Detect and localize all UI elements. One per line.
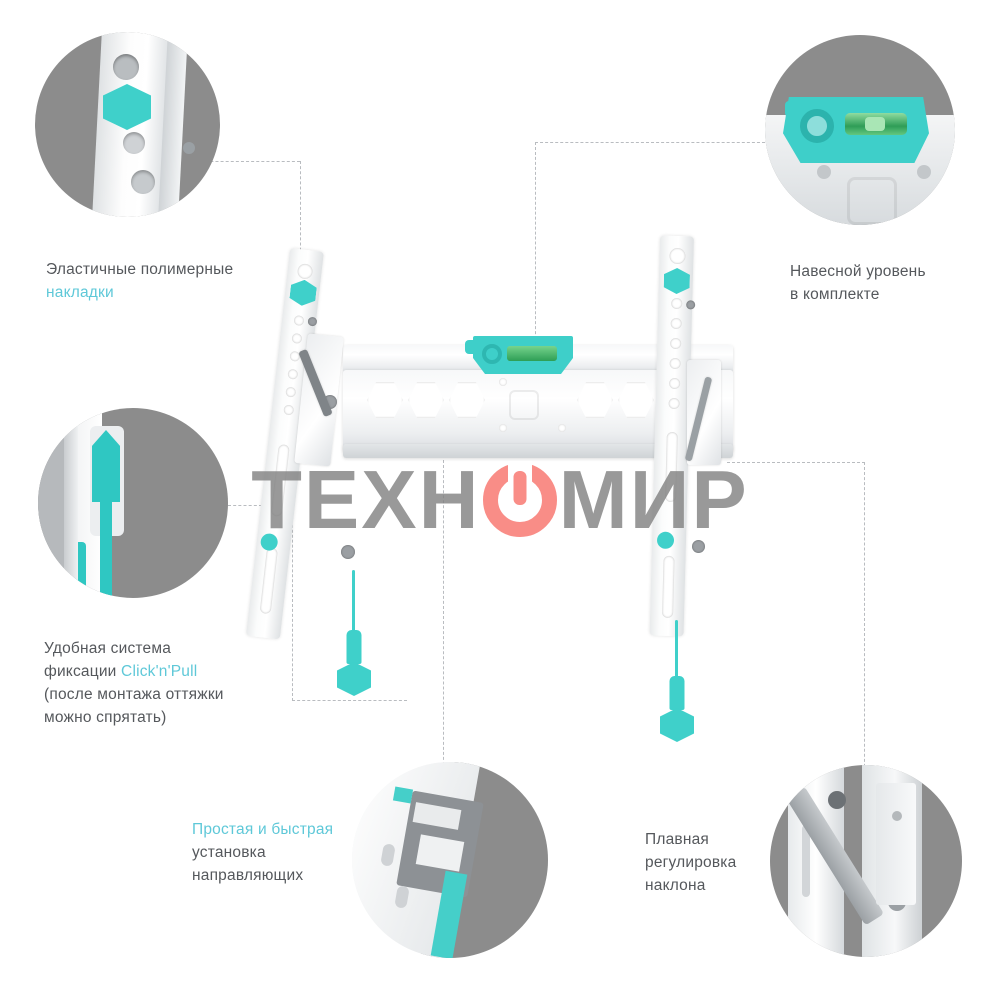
pull-tab-stem — [669, 676, 685, 710]
arm-hole — [293, 315, 305, 327]
bubble-level-vial — [507, 346, 557, 361]
callout-line-with-brand: фиксации Click'n'Pull — [44, 660, 224, 683]
callout-line: наклона — [645, 877, 706, 894]
arm-long-slot — [259, 547, 279, 615]
rail-hex-cutout — [577, 382, 613, 418]
pull-tab-head — [337, 662, 371, 696]
left-pull-tab — [337, 630, 371, 702]
brand-clicknpull: Click'n'Pull — [121, 663, 198, 680]
callout-line-prefix: фиксации — [44, 663, 122, 680]
zoom-level-tab — [785, 101, 805, 117]
callout-elastic-pads: Эластичные полимерные накладки — [46, 258, 233, 304]
arm-hole — [291, 332, 303, 344]
right-pull-tab — [660, 676, 694, 748]
right-pull-cord — [675, 620, 678, 682]
arm-long-slot — [665, 431, 678, 503]
rail-round-hole — [558, 424, 566, 432]
callout-line-highlight: Простая и быстрая — [192, 821, 334, 838]
zoom-teal-chip — [392, 786, 414, 804]
arm-hole — [670, 317, 682, 330]
detail-circle-click-n-pull — [38, 408, 228, 598]
arm-bolt — [686, 300, 696, 310]
pull-tab-stem — [346, 630, 362, 664]
callout-wall-level: Навесной уровень в комплекте — [790, 260, 926, 306]
tv-wall-mount-product — [245, 230, 775, 760]
callout-click-n-pull: Удобная система фиксации Click'n'Pull (п… — [44, 637, 224, 729]
zoom-arm-edge-shadow — [64, 408, 78, 598]
elastic-pad-hex-cap — [663, 268, 690, 295]
connector-elastic-pads-h — [190, 161, 300, 162]
zoom-tilt-screw — [892, 811, 902, 821]
callout-rail-install: Простая и быстрая установка направляющих — [192, 818, 333, 887]
bubble-level-tab — [465, 340, 481, 354]
callout-line: регулировка — [645, 854, 737, 871]
zoom-rail-hole-right — [917, 165, 931, 179]
arm-hole — [296, 263, 314, 280]
connector-elastic-pads-v — [300, 161, 301, 271]
arm-hole — [283, 404, 295, 416]
connector-tilt-h — [727, 462, 865, 463]
zoom-level-vial-bubble — [865, 117, 885, 131]
callout-line: Удобная система — [44, 640, 172, 657]
detail-circle-rail-install — [352, 762, 548, 958]
arm-bolt — [307, 316, 318, 327]
left-pull-cord — [352, 570, 355, 636]
arm-hole — [669, 357, 681, 370]
bubble-level-dial — [482, 344, 502, 364]
callout-line-highlight: накладки — [46, 284, 114, 301]
callout-line: Плавная — [645, 831, 710, 848]
callout-tilt-adjust: Плавная регулировка наклона — [645, 828, 736, 897]
arm-long-slot — [662, 555, 675, 619]
pull-tab-head — [660, 708, 694, 742]
arm-hole — [668, 377, 681, 390]
connector-clicknpull-h2 — [292, 700, 407, 701]
arm-teal-bolt — [656, 531, 675, 550]
rail-hex-cutout — [367, 382, 403, 418]
zoom-brand-emboss — [847, 177, 897, 225]
zoom-arm-hole-mid — [123, 132, 145, 154]
zoom-latch-teal-stem — [100, 500, 112, 598]
arm-hole — [285, 386, 297, 398]
callout-line: направляющих — [192, 867, 304, 884]
zoom-arm-hole-top — [113, 54, 139, 80]
zoom-rail-hole-left — [817, 165, 831, 179]
right-pivot-bolt — [692, 540, 705, 553]
callout-line: Эластичные полимерные — [46, 261, 234, 278]
rail-round-hole — [499, 378, 507, 386]
brand-emboss — [509, 390, 539, 420]
left-lower-bolt — [341, 545, 355, 559]
zoom-tilt-pivot-top — [828, 791, 846, 809]
callout-line: можно спрятать) — [44, 709, 167, 726]
arm-hole — [287, 368, 299, 380]
rail-round-hole — [499, 424, 507, 432]
detail-circle-tilt-adjust — [770, 765, 962, 957]
zoom-level-dial — [800, 109, 834, 143]
arm-hole — [668, 397, 680, 410]
callout-line: установка — [192, 844, 266, 861]
connector-wall-level-v — [535, 142, 536, 354]
zoom-side-screw — [183, 142, 195, 154]
connector-rail-v1 — [443, 460, 444, 770]
zoom-arm-hole-bottom — [131, 170, 155, 194]
connector-tilt-v — [864, 462, 865, 792]
arm-hole — [669, 247, 686, 265]
zoom-tilt-bracket — [876, 783, 916, 905]
callout-line: в комплекте — [790, 286, 880, 303]
connector-clicknpull-v1 — [292, 505, 293, 701]
rail-hex-cutout — [618, 382, 654, 418]
elastic-pad-hex-cap — [289, 278, 318, 307]
arm-hole — [670, 337, 682, 350]
rail-hex-cutout — [408, 382, 444, 418]
zoom-arm-slot — [802, 825, 810, 897]
detail-circle-wall-level — [765, 35, 955, 225]
callout-line: Навесной уровень — [790, 263, 926, 280]
zoom-latch-teal-head — [92, 430, 120, 502]
callout-line: (после монтажа оттяжки — [44, 686, 224, 703]
rail-hex-cutout — [449, 382, 485, 418]
wall-rail-lip — [343, 444, 733, 458]
connector-wall-level-h — [535, 142, 765, 143]
arm-long-slot — [270, 444, 290, 517]
arm-hole — [671, 297, 683, 310]
detail-circle-elastic-pads — [35, 32, 220, 217]
